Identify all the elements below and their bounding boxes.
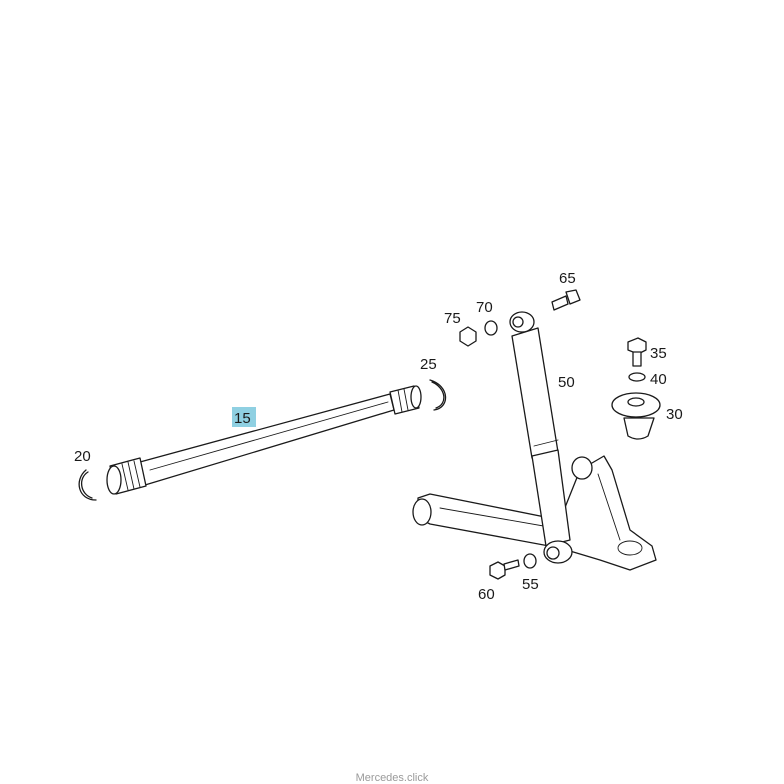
part-25-circlip[interactable] <box>429 379 447 411</box>
callout-25[interactable]: 25 <box>420 356 437 373</box>
control-arm <box>412 455 657 571</box>
callout-20[interactable]: 20 <box>74 448 91 465</box>
part-70-washer[interactable] <box>484 320 498 336</box>
callout-40[interactable]: 40 <box>650 371 667 388</box>
watermark: Mercedes.click <box>355 772 429 784</box>
callout-70[interactable]: 70 <box>476 299 493 316</box>
part-75-nut[interactable] <box>459 326 477 347</box>
callout-30[interactable]: 30 <box>666 406 683 423</box>
part-15-shaft[interactable] <box>106 385 422 495</box>
callout-65[interactable]: 65 <box>559 270 576 287</box>
callout-55[interactable]: 55 <box>522 576 539 593</box>
highlight-box-15 <box>232 407 256 427</box>
part-50-shock-absorber[interactable] <box>509 311 573 564</box>
callout-50[interactable]: 50 <box>558 374 575 391</box>
part-55-washer[interactable] <box>523 553 537 569</box>
part-40-washer[interactable] <box>628 372 646 382</box>
callout-15[interactable]: 15 <box>234 410 251 427</box>
part-60-bolt[interactable] <box>489 559 520 580</box>
part-30-bump-stop[interactable] <box>611 392 661 440</box>
callout-35[interactable]: 35 <box>650 345 667 362</box>
callout-60[interactable]: 60 <box>478 586 495 603</box>
part-20-circlip[interactable] <box>78 469 97 501</box>
callout-75[interactable]: 75 <box>444 310 461 327</box>
part-65-bolt[interactable] <box>551 289 581 311</box>
part-35-bolt[interactable] <box>627 337 647 367</box>
